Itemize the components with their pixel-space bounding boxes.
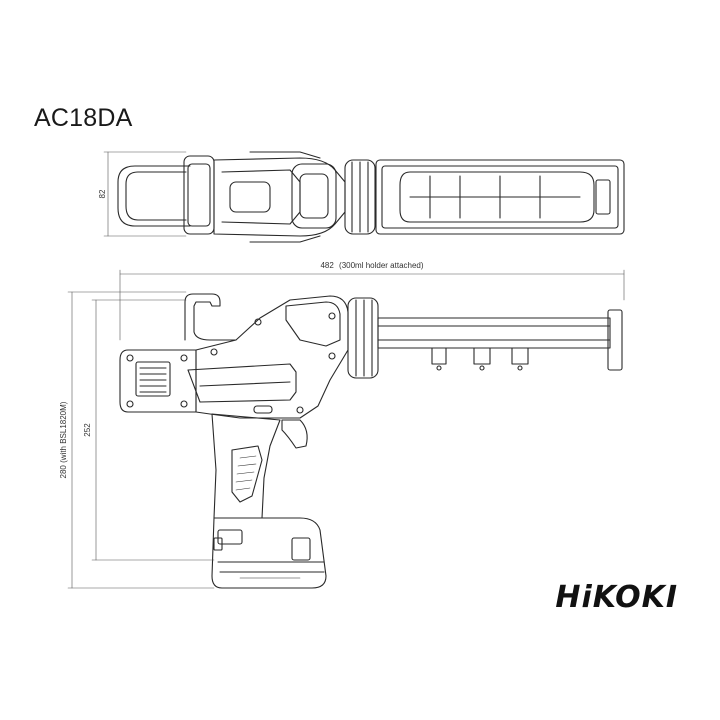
dim-length-note: (300ml holder attached) xyxy=(339,261,424,270)
dim-heights xyxy=(67,291,215,589)
dim-top-width xyxy=(103,151,187,237)
side-collar xyxy=(347,297,379,379)
side-main-body xyxy=(195,295,349,419)
top-motor-body xyxy=(213,157,346,237)
top-rear-grip xyxy=(117,165,191,227)
top-view xyxy=(117,151,625,243)
side-motor-housing xyxy=(119,349,197,413)
side-top-hook xyxy=(184,293,237,341)
dim-height-label: 252 xyxy=(83,423,92,437)
model-title: AC18DA xyxy=(34,104,133,132)
dim-length-label: 482 (300ml holder attached) xyxy=(320,261,423,270)
side-trigger xyxy=(281,419,308,449)
brand-logo: HiKOKI xyxy=(555,580,678,615)
side-cartridge-rails xyxy=(377,309,623,371)
side-grip-texture xyxy=(235,455,257,491)
dim-length-value: 482 xyxy=(320,261,334,270)
top-cartridge-holder xyxy=(375,159,625,235)
dim-length xyxy=(119,269,625,341)
dim-top-width-label: 82 xyxy=(98,189,107,198)
dim-height-with-battery-label: 280 (with BSL1820M) xyxy=(59,401,68,478)
side-view xyxy=(119,293,623,589)
top-collar xyxy=(344,159,376,235)
side-battery xyxy=(211,517,327,589)
side-handle-grip xyxy=(211,413,281,519)
